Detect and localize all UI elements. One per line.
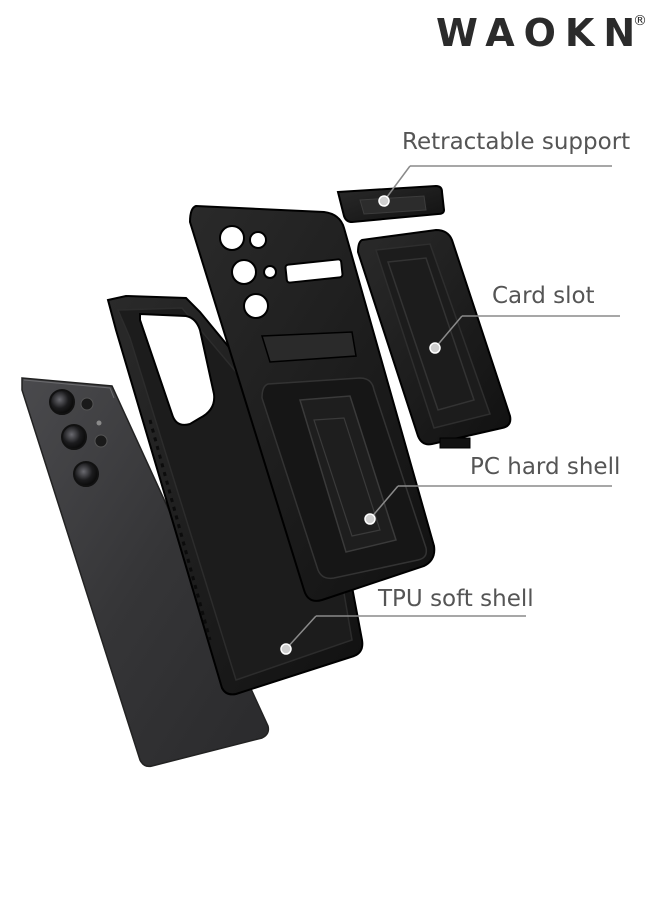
card-slot (356, 228, 512, 449)
callout-card-slot (429, 315, 620, 354)
retractable-support (336, 184, 446, 224)
phone-back (21, 377, 270, 768)
callout-pc-hard-shell (364, 485, 612, 525)
callout-retractable-support (378, 165, 612, 207)
label-card-slot: Card slot (492, 283, 595, 309)
brand-logo: WAOKN (436, 11, 645, 55)
label-tpu-soft-shell: TPU soft shell (378, 586, 534, 612)
tpu-soft-shell (106, 294, 364, 696)
label-pc-hard-shell: PC hard shell (470, 454, 621, 480)
callout-tpu-soft-shell (280, 615, 526, 655)
pc-hard-shell (188, 204, 436, 602)
registered-mark: ® (633, 13, 647, 29)
label-retractable-support: Retractable support (402, 129, 631, 155)
